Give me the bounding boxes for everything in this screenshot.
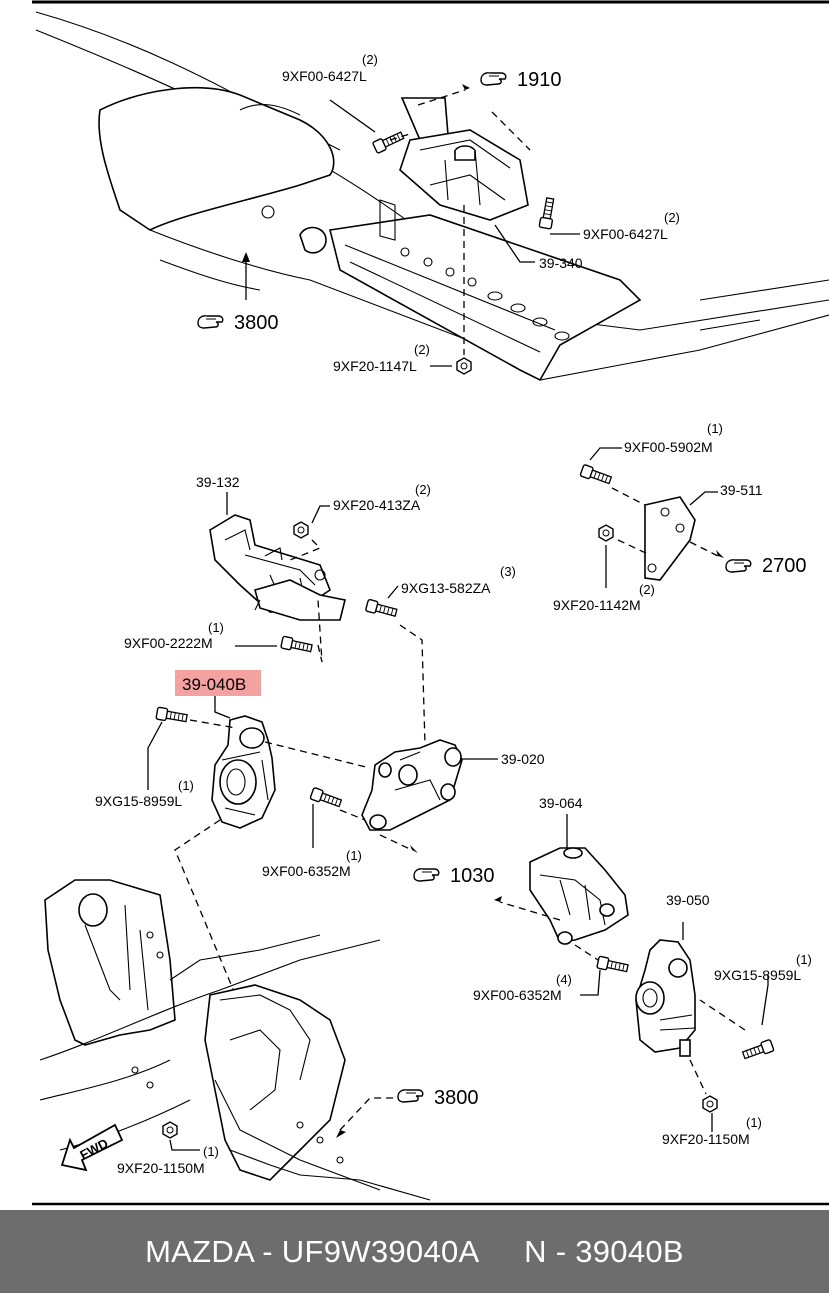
footer-catalog-number: N - 39040B bbox=[524, 1233, 684, 1269]
part-label-39-040B-highlighted: 39-040B bbox=[182, 675, 246, 694]
qty-label: (2) bbox=[664, 210, 680, 225]
bolt-icon bbox=[280, 635, 314, 655]
part-number-label: 9XF20-1150M bbox=[117, 1160, 205, 1176]
bracket-39-020 bbox=[361, 739, 463, 831]
bolt-icon bbox=[371, 129, 406, 155]
plate-39-511 bbox=[644, 496, 696, 581]
part-number-label: 9XF20-1147L bbox=[333, 358, 417, 374]
ref-3800-top: 3800 bbox=[234, 312, 279, 334]
qty-label: (2) bbox=[415, 482, 431, 497]
qty-label: (1) bbox=[203, 1144, 219, 1159]
ref-3800-bottom: 3800 bbox=[434, 1087, 479, 1109]
part-label-39-132: 39-132 bbox=[196, 474, 240, 490]
footer-bar: MAZDA - UF9W39040A N - 39040B bbox=[0, 1210, 829, 1293]
qty-label: (1) bbox=[178, 778, 194, 793]
nut-icon bbox=[702, 1095, 718, 1113]
part-label-39-511: 39-511 bbox=[720, 482, 763, 498]
ref-1030: 1030 bbox=[450, 865, 495, 887]
qty-label: (3) bbox=[500, 564, 516, 579]
qty-label: (1) bbox=[707, 421, 723, 436]
part-number-label: 9XF00-5902M bbox=[624, 439, 713, 455]
nut-icon bbox=[598, 524, 614, 542]
fwd-arrow-icon: FWD bbox=[60, 1123, 124, 1172]
engine-mount-39-050 bbox=[635, 939, 696, 1057]
nut-icon bbox=[456, 357, 472, 375]
qty-label: (1) bbox=[796, 952, 812, 967]
reference-hand-icon bbox=[197, 315, 224, 329]
reference-hand-icon bbox=[480, 72, 507, 86]
footer-spacer bbox=[480, 1234, 525, 1270]
qty-label: (1) bbox=[208, 620, 224, 635]
ref-1910: 1910 bbox=[517, 69, 562, 91]
part-number-label: 9XF00-6352M bbox=[262, 863, 351, 879]
part-number-label: 9XF00-6427L bbox=[583, 226, 668, 242]
nut-icon bbox=[293, 521, 309, 539]
part-number-label: 9XF20-413ZA bbox=[333, 497, 421, 513]
bolt-icon bbox=[155, 706, 189, 725]
engine-mount-39-340 bbox=[399, 97, 529, 221]
qty-label: (2) bbox=[414, 342, 430, 357]
part-label-39-064: 39-064 bbox=[539, 795, 583, 811]
chassis-frame-bottom bbox=[39, 879, 431, 1201]
part-number-label: 9XF20-1142M bbox=[553, 597, 641, 613]
bolt-icon bbox=[596, 955, 630, 975]
part-number-label: 9XG15-8959L bbox=[95, 793, 182, 809]
bolt-icon bbox=[579, 463, 613, 487]
part-number-label: 9XF00-6427L bbox=[282, 68, 367, 84]
ref-2700: 2700 bbox=[762, 555, 807, 577]
parts-diagram: FWD 1910 3800 2700 1030 3800 (2) 9XF00-6… bbox=[32, 0, 829, 1206]
bracket-39-132 bbox=[209, 514, 346, 621]
fwd-label: FWD bbox=[77, 1136, 110, 1163]
part-number-label: 9XG13-582ZA bbox=[401, 580, 491, 596]
engine-mount-39-040B bbox=[211, 715, 276, 829]
bolt-icon bbox=[538, 196, 557, 230]
qty-label: (2) bbox=[362, 52, 378, 67]
bolt-icon bbox=[309, 786, 343, 810]
part-number-label: 9XF00-2222M bbox=[124, 635, 213, 651]
reference-hand-icon bbox=[397, 1089, 424, 1103]
nut-icon bbox=[162, 1121, 178, 1139]
reference-hand-icon bbox=[413, 868, 440, 882]
bolt-icon bbox=[364, 598, 399, 620]
bracket-39-064 bbox=[529, 847, 629, 945]
qty-label: (4) bbox=[556, 972, 572, 987]
bolt-icon bbox=[741, 1038, 775, 1062]
highlight-box bbox=[175, 670, 261, 696]
part-label-39-020: 39-020 bbox=[501, 751, 545, 767]
part-number-label: 9XF20-1150M bbox=[662, 1131, 750, 1147]
part-number-label: 9XF00-6352M bbox=[473, 987, 562, 1003]
part-label-39-340: 39-340 bbox=[539, 255, 583, 271]
qty-label: (1) bbox=[746, 1115, 762, 1130]
chassis-frame-top bbox=[35, 11, 829, 382]
footer-part-number: MAZDA - UF9W39040A bbox=[145, 1233, 480, 1269]
reference-hand-icon bbox=[725, 559, 752, 573]
part-label-39-050: 39-050 bbox=[666, 892, 710, 908]
qty-label: (2) bbox=[639, 582, 655, 597]
part-number-label: 9XG15-8959L bbox=[714, 967, 801, 983]
qty-label: (1) bbox=[346, 848, 362, 863]
